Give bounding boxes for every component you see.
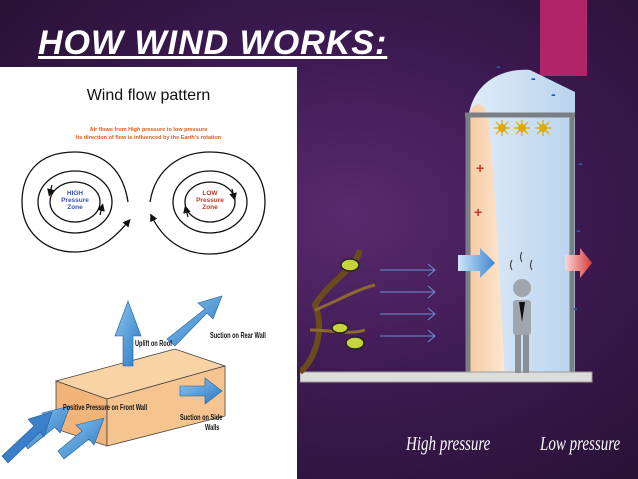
wind-flow-subtitle-line-2: Its direction of flow is influenced by t… <box>75 135 222 141</box>
low-pressure-label: Low pressure <box>540 433 621 455</box>
low-pressure-minus-sign: - <box>573 300 578 316</box>
side-wall-suction-label-1: Suction on Side <box>180 413 223 422</box>
high-pressure-plus-sign: + <box>474 204 483 220</box>
wind-lines <box>380 263 436 343</box>
low-pressure-isobar-outer <box>149 151 266 255</box>
accent-block <box>540 0 587 76</box>
uplift-label: Uplift on Roof <box>135 339 173 348</box>
high-pressure-zone <box>468 104 505 381</box>
wind-flow-diagram <box>21 151 266 255</box>
low-pressure-minus-sign: - <box>578 155 583 171</box>
tree-illustration <box>300 249 376 375</box>
wind-flow-title: Wind flow pattern <box>86 87 211 104</box>
low-pressure-minus-sign: - <box>496 58 501 74</box>
inflow-arrow <box>458 248 495 278</box>
building-pressure-panel: Uplift on Roof Suction on Rear Wall Posi… <box>0 291 297 479</box>
low-pressure-isobar-middle <box>172 170 248 234</box>
wind-flow-panel: Wind flow pattern Air flows from High pr… <box>0 67 297 291</box>
front-wall-pressure-label: Positive Pressure on Front Wall <box>63 403 148 412</box>
low-pressure-minus-sign: - <box>551 86 556 102</box>
room-pressure-diagram <box>300 69 593 383</box>
outflow-arrow <box>565 248 592 278</box>
high-pressure-isobar-outer <box>21 151 131 253</box>
building-diagram <box>1 295 227 464</box>
low-pressure-minus-sign: - <box>531 70 536 86</box>
slide-title: HOW WIND WORKS: <box>38 24 388 62</box>
high-pressure-label: High pressure <box>406 433 491 455</box>
rear-wall-suction-label: Suction on Rear Wall <box>210 331 266 340</box>
low-pressure-isobar-inner <box>184 181 236 223</box>
low-pressure-minus-sign: - <box>576 222 581 238</box>
side-suction-arrow <box>179 377 223 405</box>
person-icon <box>510 251 533 373</box>
wind-flow-subtitle-line-1: Air flows from High pressure to low pres… <box>89 127 208 133</box>
wind-arrow <box>1 411 53 464</box>
high-pressure-isobar-middle <box>37 170 113 234</box>
side-wall-suction-label-2: Walls <box>205 423 220 432</box>
uplift-arrow <box>114 300 142 367</box>
front-pressure-arrow-lower <box>57 417 105 460</box>
rear-suction-arrow <box>166 295 223 347</box>
high-pressure-isobar-inner <box>49 181 101 223</box>
high-pressure-plus-sign: + <box>476 160 485 176</box>
room-floor <box>300 371 593 383</box>
